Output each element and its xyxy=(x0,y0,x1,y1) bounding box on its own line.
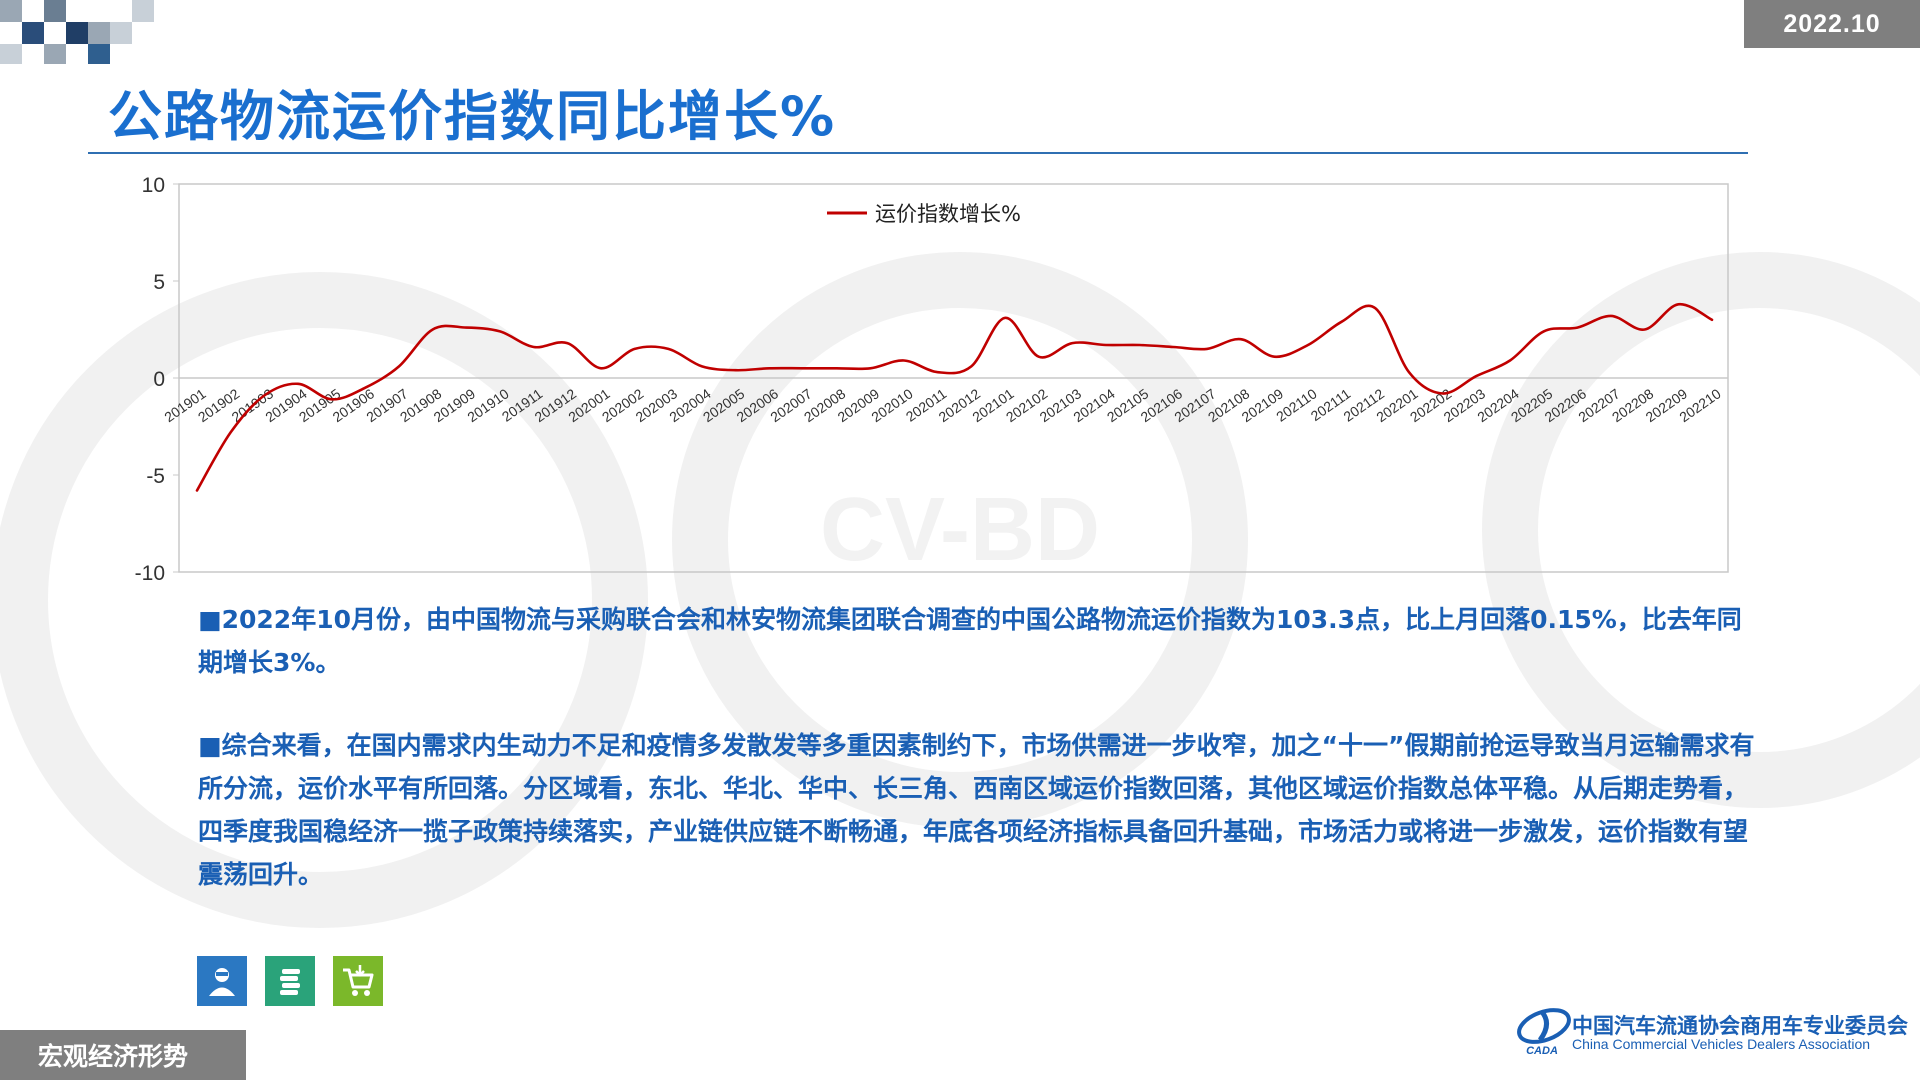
icon-row xyxy=(197,956,383,1006)
series-line xyxy=(195,302,1714,492)
association-name-en: China Commercial Vehicles Dealers Associ… xyxy=(1572,1036,1871,1052)
corner-decoration xyxy=(0,0,154,64)
association-name-cn: 中国汽车流通协会商用车专业委员会 xyxy=(1572,1013,1908,1038)
cart-icon[interactable] xyxy=(333,956,383,1006)
analysis-paragraph: ■综合来看，在国内需求内生动力不足和疫情多发散发等多重因素制约下，市场供需进一步… xyxy=(198,731,1755,889)
section-label: 宏观经济形势 xyxy=(0,1030,246,1080)
summary-paragraph: ■2022年10月份，由中国物流与采购联合会和林安物流集团联合调查的中国公路物流… xyxy=(198,605,1742,677)
page-title: 公路物流运价指数同比增长% xyxy=(108,85,837,148)
coins-icon[interactable] xyxy=(265,956,315,1006)
legend: 运价指数增长% xyxy=(827,202,1021,226)
date-badge: 2022.10 xyxy=(1744,0,1920,48)
person-icon[interactable] xyxy=(197,956,247,1006)
association-logo: CADA xyxy=(1517,1008,1571,1056)
y-tick-label: 0 xyxy=(153,368,165,391)
title-divider xyxy=(88,152,1748,154)
legend-label: 运价指数增长% xyxy=(875,202,1021,226)
y-tick-label: 10 xyxy=(142,174,165,197)
y-tick-label: -5 xyxy=(146,465,165,488)
y-tick-label: 5 xyxy=(153,271,165,294)
y-tick-label: -10 xyxy=(135,562,165,585)
logo-text: CADA xyxy=(1526,1045,1558,1056)
